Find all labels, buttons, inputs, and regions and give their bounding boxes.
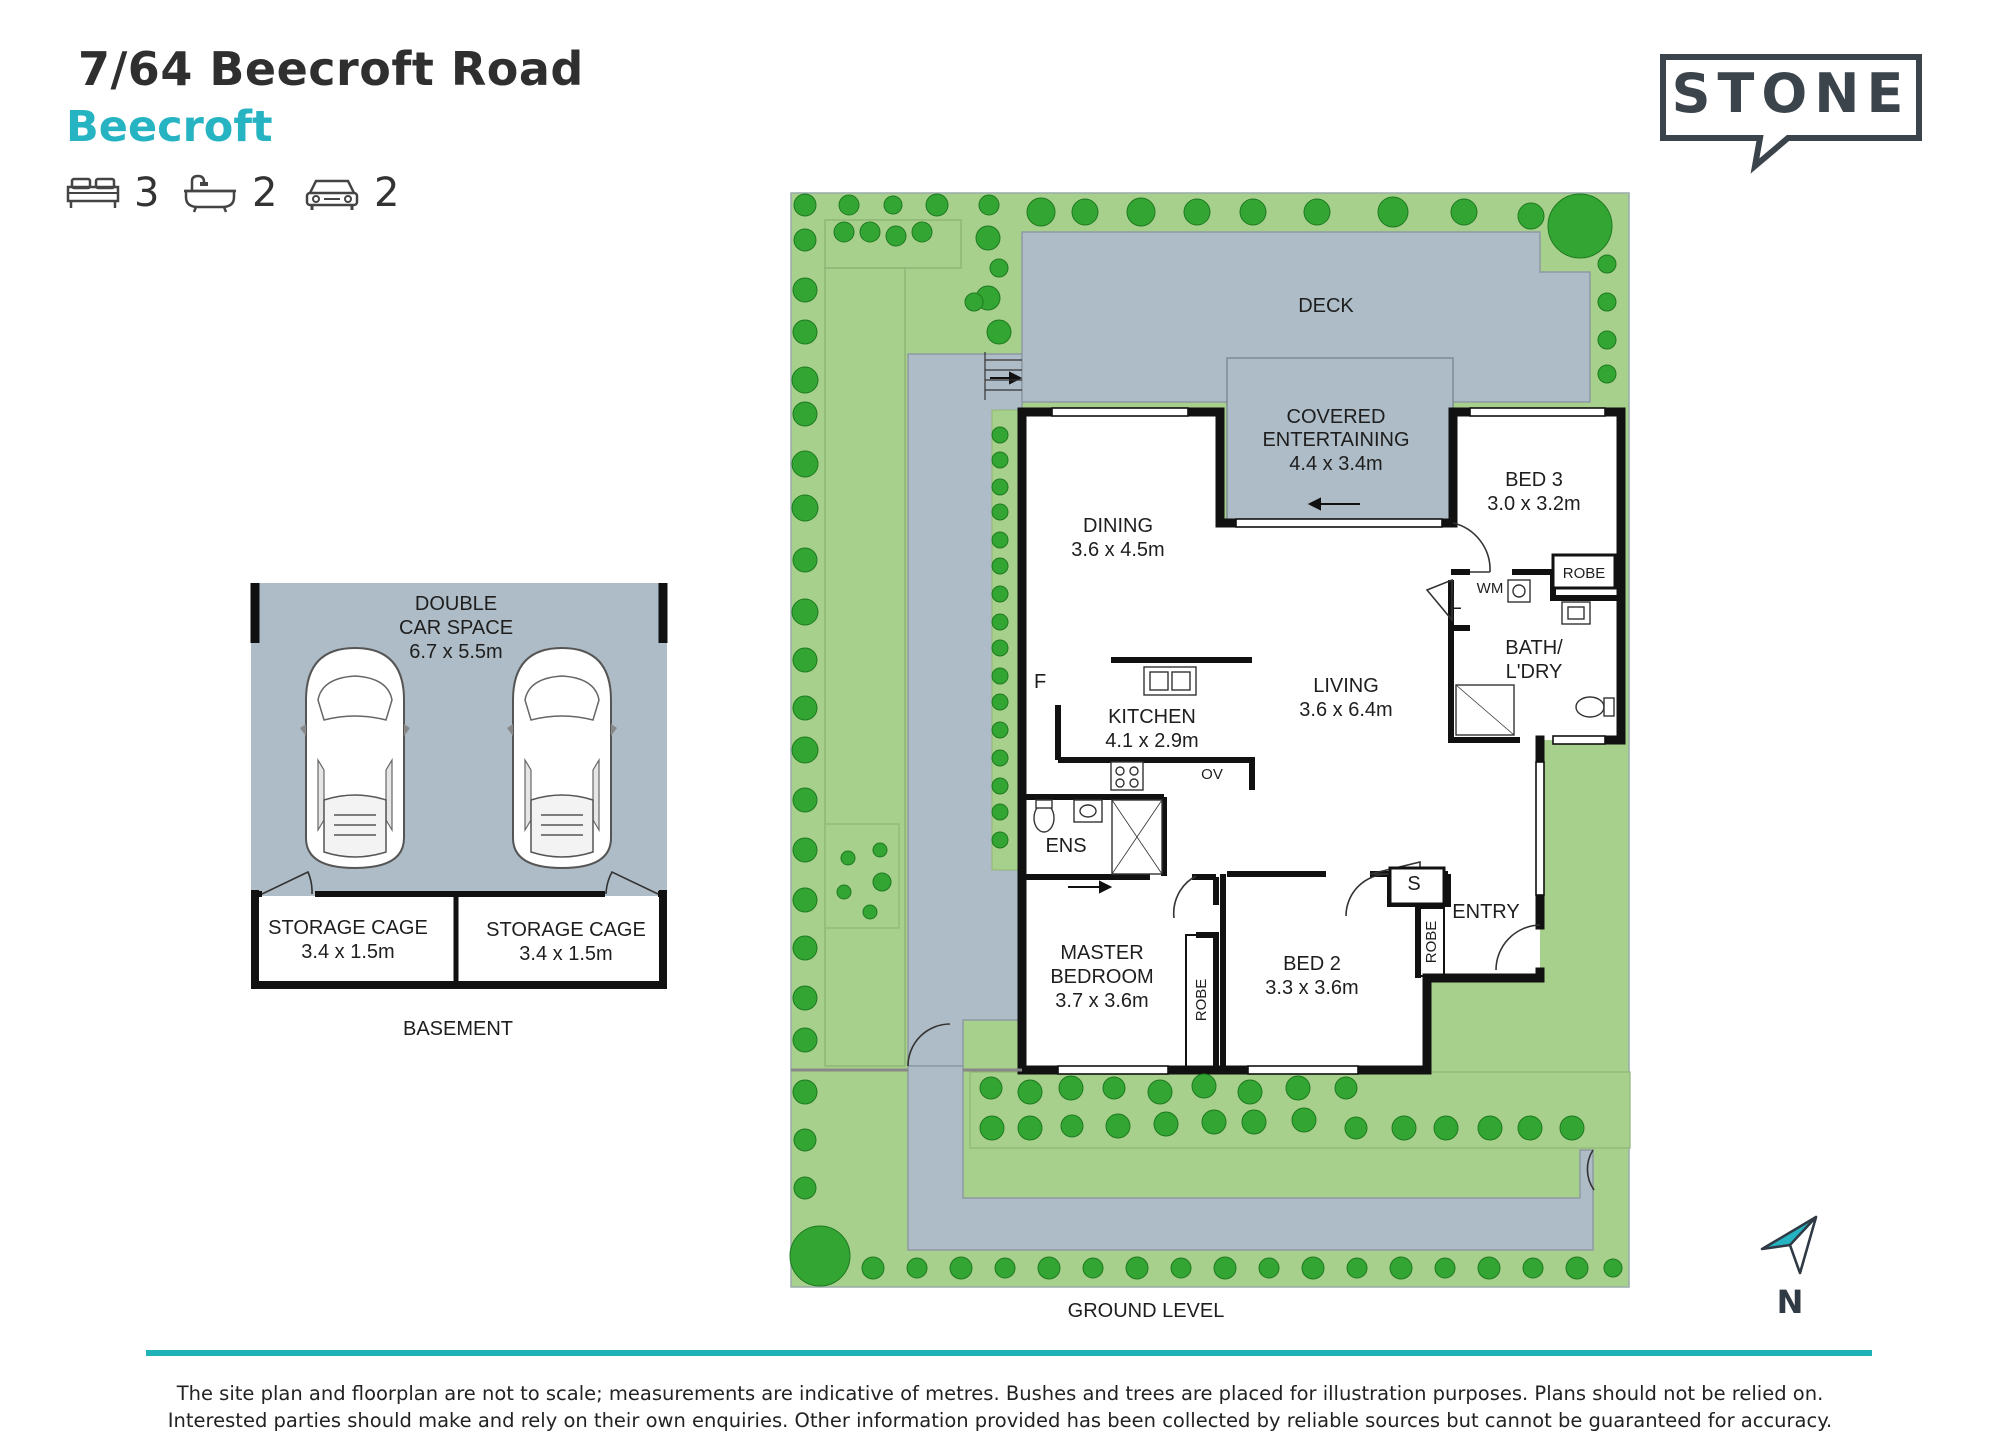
bathroom-count-value: 2 (252, 170, 278, 216)
ground-level-label: GROUND LEVEL (1068, 1300, 1225, 1322)
bath-laundry-label-2: L'DRY (1506, 661, 1563, 683)
linen-label: L (1450, 592, 1461, 614)
disclaimer-line-2: Interested parties should make and rely … (167, 1409, 1833, 1432)
dining-dims: 3.6 x 4.5m (1071, 539, 1164, 561)
bed-icon (66, 177, 120, 208)
oven-label: OV (1201, 766, 1223, 783)
kitchen-label: KITCHEN (1108, 706, 1196, 728)
store-label: S (1407, 873, 1420, 895)
storage-cage-2-label: STORAGE CAGE (486, 919, 646, 941)
car-icon (305, 179, 359, 210)
car-silhouette-left (300, 646, 410, 870)
car-silhouette-right (507, 646, 617, 870)
living-label: LIVING (1313, 675, 1379, 697)
dining-label: DINING (1083, 515, 1153, 537)
master-bedroom-label: MASTER (1060, 942, 1143, 964)
property-address: 7/64 Beecroft Road (78, 42, 584, 96)
basement-level-label: BASEMENT (403, 1018, 513, 1040)
rear-path-paving (907, 1065, 1594, 1251)
cooktop-icon (1110, 761, 1144, 791)
north-label: N (1776, 1283, 1804, 1321)
washer-label: WM (1477, 580, 1504, 597)
shrubs (789, 193, 1623, 1287)
bedroom-count: 3 (66, 170, 159, 216)
bath-icon (184, 174, 236, 213)
north-arrow-icon (1760, 1215, 1818, 1275)
bed2-label: BED 2 (1283, 953, 1341, 975)
ensuite-label: ENS (1045, 835, 1086, 857)
living-dims: 3.6 x 6.4m (1299, 699, 1392, 721)
covered-entertaining-area (1226, 357, 1454, 524)
car-count-value: 2 (374, 170, 400, 216)
master-bedroom-label-2: BEDROOM (1050, 966, 1153, 988)
deck-label: DECK (1298, 295, 1354, 317)
bed3-label: BED 3 (1505, 469, 1563, 491)
car-space-label-2: CAR SPACE (399, 617, 513, 639)
footer-divider (146, 1350, 1872, 1356)
kitchen-dims: 4.1 x 2.9m (1105, 730, 1198, 752)
basement-plan: DOUBLE CAR SPACE 6.7 x 5.5m STORAGE CAGE… (250, 583, 668, 1040)
bed2-dims: 3.3 x 3.6m (1265, 977, 1358, 999)
covered-entertaining-dims: 4.4 x 3.4m (1289, 453, 1382, 475)
stone-logo (1660, 54, 1922, 174)
covered-entertaining-label-2: ENTERTAINING (1262, 429, 1409, 451)
disclaimer-line-1: The site plan and floorplan are not to s… (176, 1382, 1824, 1405)
bed3-dims: 3.0 x 3.2m (1487, 493, 1580, 515)
property-suburb: Beecroft (66, 102, 273, 152)
bed2-robe-label: ROBE (1423, 921, 1440, 964)
master-robe-label: ROBE (1193, 979, 1210, 1022)
storage-cage-1-label: STORAGE CAGE (268, 917, 428, 939)
fridge-label: F (1034, 671, 1046, 693)
storage-cage-1-dims: 3.4 x 1.5m (301, 941, 394, 963)
bed3-robe-label: ROBE (1563, 565, 1606, 582)
car-space-dims: 6.7 x 5.5m (409, 641, 502, 663)
car-count: 2 (304, 170, 399, 216)
storage-cage-2-dims: 3.4 x 1.5m (519, 943, 612, 965)
entry-label: ENTRY (1452, 901, 1519, 923)
bath-toilet-icon (1575, 696, 1605, 718)
car-space-label: DOUBLE (415, 593, 497, 615)
bath-laundry-label: BATH/ (1505, 637, 1563, 659)
bathroom-count: 2 (182, 170, 277, 216)
disclaimer: The site plan and floorplan are not to s… (100, 1380, 1900, 1434)
master-bedroom-dims: 3.7 x 3.6m (1055, 990, 1148, 1012)
bedroom-count-value: 3 (134, 170, 160, 216)
covered-entertaining-label: COVERED (1287, 406, 1386, 428)
house-floor (1022, 412, 1621, 1070)
ground-level-plan: DECK COVERED ENTERTAINING 4.4 x 3.4m DIN… (789, 192, 1631, 1322)
stone-logo-text: STONE (1671, 62, 1911, 125)
